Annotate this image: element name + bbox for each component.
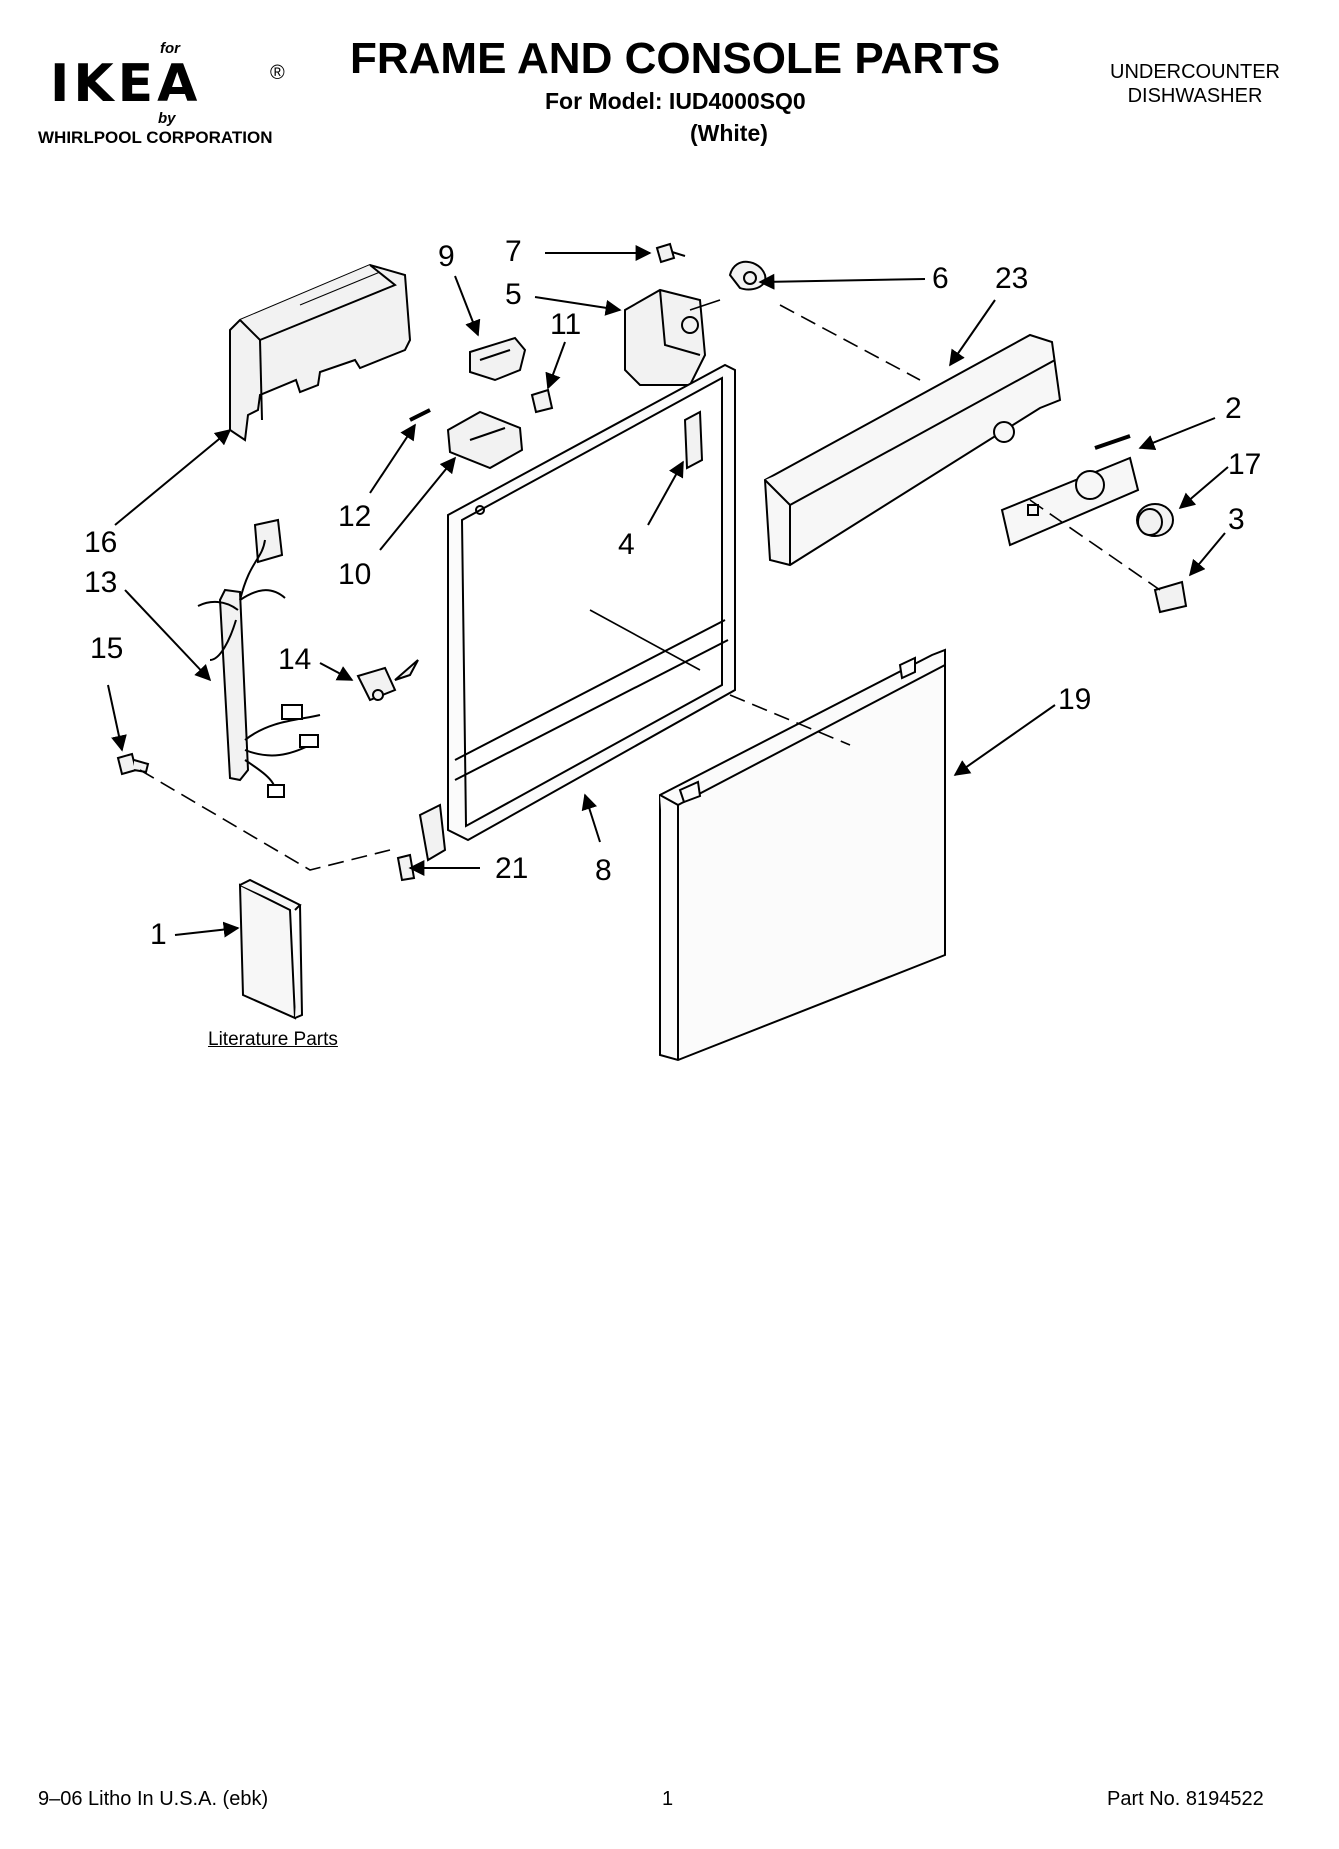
part-15-screw (116, 752, 150, 776)
model-number: For Model: IUD4000SQ0 (545, 88, 806, 114)
part-11-switch (530, 388, 554, 414)
literature-parts-label: Literature Parts (208, 1029, 338, 1050)
leader-arrows (107, 245, 1229, 938)
callout-7: 7 (505, 235, 522, 268)
callout-1: 1 (150, 918, 167, 951)
page-title: FRAME AND CONSOLE PARTS (350, 34, 1001, 83)
part-1-literature (238, 878, 304, 1020)
callout-16: 16 (84, 526, 118, 559)
callout-15: 15 (90, 632, 124, 665)
part-14-sensor (356, 659, 419, 702)
callout-8: 8 (595, 854, 612, 887)
callout-13: 13 (84, 566, 118, 599)
product-type-line2: DISHWASHER (1127, 85, 1263, 107)
product-type-line1: UNDERCOUNTER (1110, 61, 1280, 83)
callout-23: 23 (995, 262, 1029, 295)
callout-11: 11 (550, 308, 582, 341)
callout-10: 10 (338, 558, 372, 591)
part-3-switch (1153, 580, 1188, 614)
part-17-knob (1136, 503, 1174, 537)
callout-4: 4 (618, 528, 635, 561)
part-10-holder (446, 410, 524, 470)
part-9-bracket (469, 336, 527, 382)
part-23-console (763, 333, 1062, 567)
part-6-knob (728, 260, 767, 291)
control-panel-insert (1000, 456, 1140, 547)
part-number: Part No. 8194522 (1107, 1788, 1264, 1810)
part-13-wire-harness (197, 518, 321, 798)
callout-2: 2 (1225, 392, 1242, 425)
callout-6: 6 (932, 262, 949, 295)
registered-mark: ® (270, 62, 285, 84)
logo-for-text: for (160, 40, 180, 57)
callout-5: 5 (505, 278, 522, 311)
ikea-logo: IKEA (50, 54, 202, 114)
part-8-frame (418, 363, 736, 862)
callout-12: 12 (338, 500, 372, 533)
callout-9: 9 (438, 240, 455, 273)
part-12-strip (409, 408, 431, 422)
page-number: 1 (662, 1788, 674, 1810)
alignment-lines (139, 304, 1161, 871)
callout-19: 19 (1058, 683, 1092, 716)
footer-print-info: 9–06 Litho In U.S.A. (ebk) (38, 1788, 269, 1810)
part-2-strip (1094, 434, 1131, 450)
callout-14: 14 (278, 643, 312, 676)
callout-21: 21 (495, 852, 529, 885)
part-19-door-panel (659, 648, 946, 1062)
product-type: UNDERCOUNTER DISHWASHER (1100, 60, 1290, 108)
callout-17: 17 (1228, 448, 1262, 481)
model-color: (White) (690, 120, 768, 146)
part-7-screw (655, 242, 686, 264)
callout-3: 3 (1228, 503, 1245, 536)
part-5-switch-assembly (624, 288, 707, 386)
logo-by-text: by (158, 110, 176, 127)
solid-guide-lines (589, 299, 721, 671)
part-16-cover (229, 263, 412, 442)
logo-corporation: WHIRLPOOL CORPORATION (38, 128, 273, 147)
